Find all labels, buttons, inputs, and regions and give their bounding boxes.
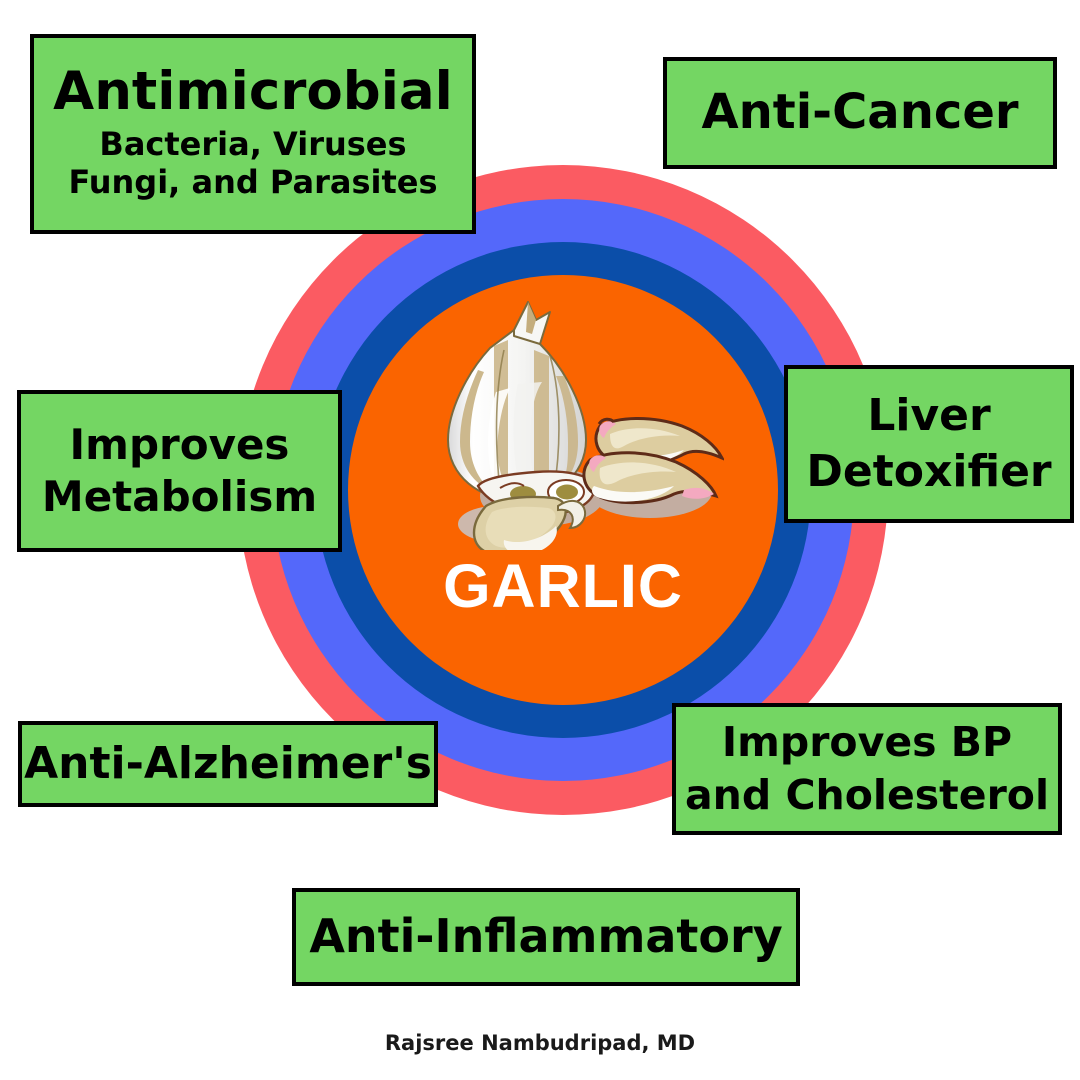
benefit-box-antimicrobial[interactable]: Antimicrobial Bacteria, Viruses Fungi, a… bbox=[30, 34, 476, 234]
garlic-clove-front bbox=[472, 495, 586, 557]
benefit-box-improves-bp-and-cholesterol[interactable]: Improves BP and Cholesterol bbox=[672, 703, 1062, 835]
benefit-title: Anti-Alzheimer's bbox=[24, 738, 432, 790]
benefit-title: Anti-Cancer bbox=[701, 84, 1019, 141]
benefit-subtitle: Bacteria, Viruses Fungi, and Parasites bbox=[68, 124, 438, 201]
author-credit: Rajsree Nambudripad, MD bbox=[384, 1031, 696, 1055]
garlic-bulb bbox=[446, 301, 588, 502]
benefit-title: Improves BP and Cholesterol bbox=[684, 717, 1050, 819]
benefit-box-anti-inflammatory[interactable]: Anti-Inflammatory bbox=[292, 888, 800, 986]
center-label: GARLIC bbox=[443, 552, 683, 620]
benefit-box-liver-detoxifier[interactable]: Liver Detoxifier bbox=[784, 365, 1074, 523]
benefit-title: Improves Metabolism bbox=[41, 419, 318, 522]
benefit-box-anti-cancer[interactable]: Anti-Cancer bbox=[663, 57, 1057, 169]
garlic-clove-lower-right bbox=[582, 451, 719, 505]
benefit-title: Liver Detoxifier bbox=[806, 389, 1052, 497]
benefit-title: Anti-Inflammatory bbox=[309, 909, 783, 964]
benefit-box-improves-metabolism[interactable]: Improves Metabolism bbox=[17, 390, 342, 552]
benefit-box-anti-alzheimers[interactable]: Anti-Alzheimer's bbox=[18, 721, 438, 807]
benefit-title: Antimicrobial bbox=[53, 60, 453, 122]
garlic-illustration bbox=[404, 300, 726, 557]
